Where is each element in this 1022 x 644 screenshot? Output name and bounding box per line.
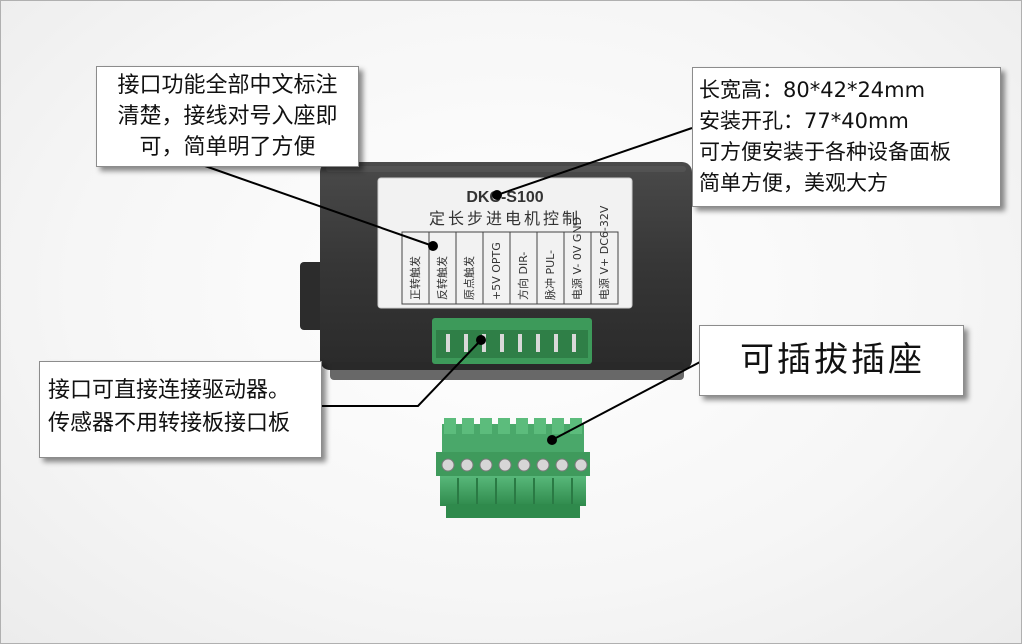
terminal-label-1: 正转触发 [408,256,422,300]
device-model: DKC-S100 [466,189,543,206]
callout-pluggable-socket: 可插拔插座 [699,325,964,396]
callout-dimensions: 长宽高：80*42*24mm 安装开孔：77*40mm 可方便安装于各种设备面板… [692,67,1001,207]
callout-interface-labels: 接口功能全部中文标注 清楚，接线对号入座即 可，简单明了方便 [96,66,359,167]
callout-line: 传感器不用转接板接口板 [48,411,291,436]
terminal-label-8: 电源 V+ DC6-32V [597,205,611,300]
device-label: DKC-S100 定长步进电机控制 正转触发 反转触发 原点触发 +5V OPT… [377,177,633,309]
callout-title: 可插拔插座 [740,340,925,380]
callout-line: 接口可直接连接驱动器。 [48,378,291,403]
callout-line: 简单方便，美观大方 [699,171,888,195]
terminal-label-2: 反转触发 [435,256,449,300]
terminal-label-7: 电源 V- 0V GND [570,217,584,300]
callout-line: 接口功能全部中文标注 [117,73,338,98]
callout-line: 长宽高：80*42*24mm [699,78,926,102]
terminal-label-6: 脉冲 PUL- [543,250,557,300]
header-socket [432,318,592,364]
callout-line: 可方便安装于各种设备面板 [699,140,951,164]
callout-line: 安装开孔：77*40mm [699,109,909,133]
callout-line: 可，简单明了方便 [139,135,316,160]
leader-lines [204,127,701,441]
callout-driver-connection: 接口可直接连接驱动器。 传感器不用转接板接口板 [39,361,322,458]
callout-line: 清楚，接线对号入座即 [117,104,338,129]
pluggable-terminal-block [436,418,590,518]
terminal-label-4: +5V OPTG [490,242,503,300]
device-subtitle: 定长步进电机控制 [429,209,581,228]
terminal-label-5: 方向 DIR- [516,252,530,300]
terminal-label-3: 原点触发 [462,256,476,300]
